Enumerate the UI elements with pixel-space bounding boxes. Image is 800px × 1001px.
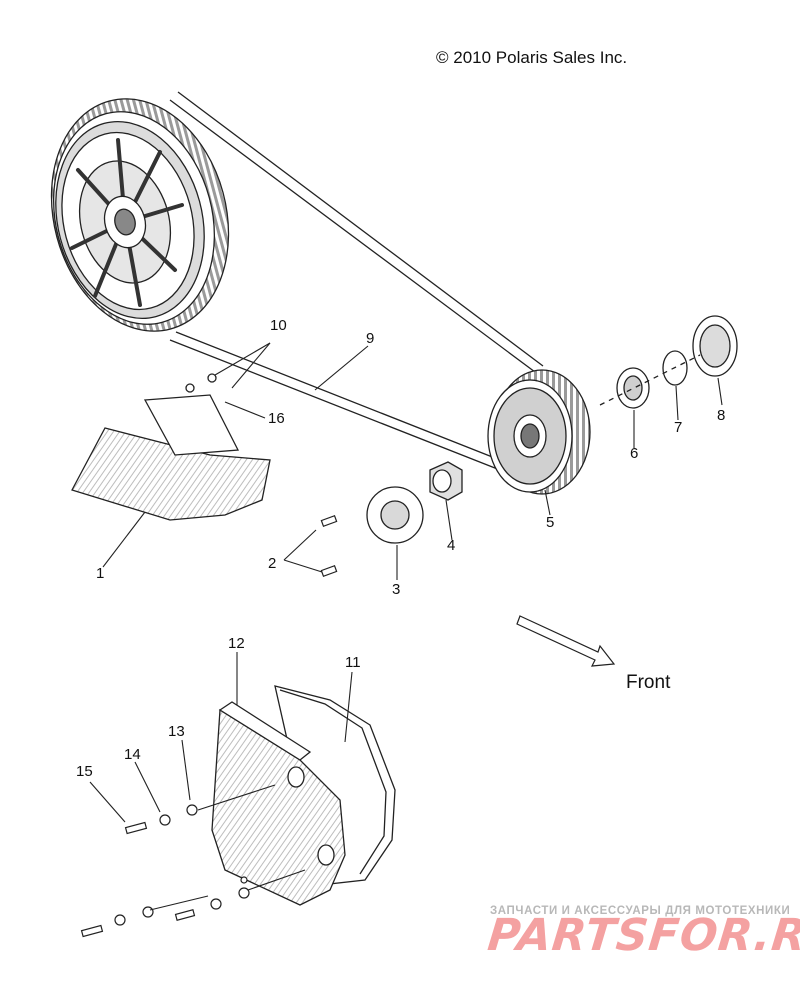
watermark-logo: PARTSFOR.RU: [485, 910, 800, 961]
rear-wheel-pulley: [50, 98, 230, 332]
callout-1: 1: [96, 565, 105, 582]
callout-9: 9: [366, 330, 375, 347]
callout-2: 2: [268, 555, 277, 572]
callout-14: 14: [124, 746, 141, 763]
front-direction-arrow: [516, 615, 616, 667]
callout-3: 3: [392, 581, 401, 598]
callout-6: 6: [630, 445, 639, 462]
callout-12: 12: [228, 635, 245, 652]
drive-belt: [169, 91, 544, 471]
lower-belt-guard: [71, 373, 271, 521]
callout-16: 16: [268, 410, 285, 427]
cover-fasteners: [80, 804, 250, 938]
callout-5: 5: [546, 514, 555, 531]
callout-15: 15: [76, 763, 93, 780]
callout-7: 7: [674, 419, 683, 436]
watermark-tagline: ЗАПЧАСТИ И АКСЕССУАРЫ ДЛЯ МОТОТЕХНИКИ: [490, 905, 791, 917]
callout-11: 11: [345, 654, 361, 671]
callout-10: 10: [270, 317, 287, 334]
callout-4: 4: [447, 537, 456, 554]
callout-13: 13: [168, 723, 185, 740]
bolts-2: [320, 515, 338, 577]
seal-bearing-stack: [599, 315, 738, 409]
copyright-notice: © 2010 Polaris Sales Inc.: [436, 48, 628, 67]
leader-lines: [89, 342, 723, 911]
belt-cover: [211, 685, 396, 906]
callout-8: 8: [717, 407, 726, 424]
drive-sprocket: [487, 369, 591, 495]
nut-and-lockplate: [366, 461, 463, 544]
front-label: Front: [626, 672, 671, 693]
